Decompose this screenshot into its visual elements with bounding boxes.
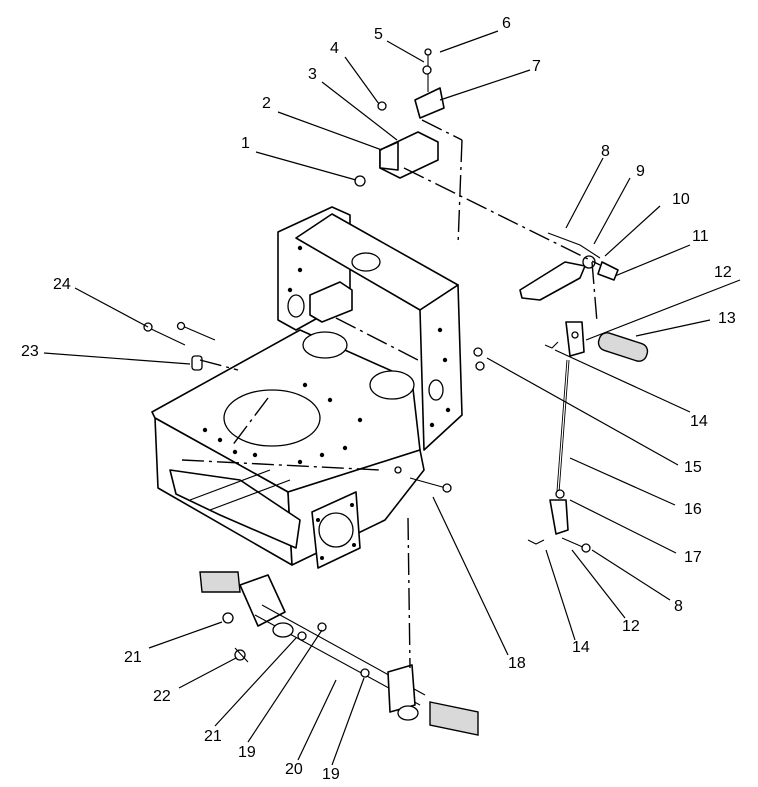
callout-24: 24 xyxy=(53,276,71,293)
link-rod xyxy=(527,341,591,553)
callout-12-bottom: 12 xyxy=(622,618,640,635)
callout-16: 16 xyxy=(684,501,702,518)
callout-6: 6 xyxy=(502,15,511,32)
bolts xyxy=(143,321,485,493)
callout-8-top: 8 xyxy=(601,143,610,160)
callout-7: 7 xyxy=(532,58,541,75)
callout-1: 1 xyxy=(241,135,250,152)
callout-21-bottom: 21 xyxy=(204,728,222,745)
callout-23: 23 xyxy=(21,343,39,360)
callout-2: 2 xyxy=(262,95,271,112)
upper-bracket xyxy=(354,48,445,187)
callout-20: 20 xyxy=(285,761,303,778)
frame-assembly xyxy=(151,206,463,569)
callout-22: 22 xyxy=(153,688,171,705)
callout-17: 17 xyxy=(684,549,702,566)
callout-13: 13 xyxy=(718,310,736,327)
callout-11: 11 xyxy=(692,228,709,245)
callout-4: 4 xyxy=(330,40,339,57)
axle-assembly xyxy=(199,571,479,736)
leader-lines xyxy=(43,30,741,766)
callout-8-bottom: 8 xyxy=(674,598,683,615)
callout-10: 10 xyxy=(672,191,690,208)
callout-5: 5 xyxy=(374,26,383,43)
callout-15: 15 xyxy=(684,459,702,476)
callout-9: 9 xyxy=(636,163,645,180)
callout-labels: 1 2 3 4 5 6 7 8 9 10 11 12 13 14 14 15 1… xyxy=(21,15,736,783)
lever-assembly xyxy=(519,232,649,362)
callout-12-top: 12 xyxy=(714,264,732,281)
callout-3: 3 xyxy=(308,66,317,83)
callout-14-lower: 14 xyxy=(572,639,590,656)
center-lines xyxy=(181,119,601,669)
callout-18: 18 xyxy=(508,655,526,672)
callout-19-left: 19 xyxy=(238,744,256,761)
callout-14-upper: 14 xyxy=(690,413,708,430)
callout-19-right: 19 xyxy=(322,766,340,783)
callout-21-left: 21 xyxy=(124,649,142,666)
